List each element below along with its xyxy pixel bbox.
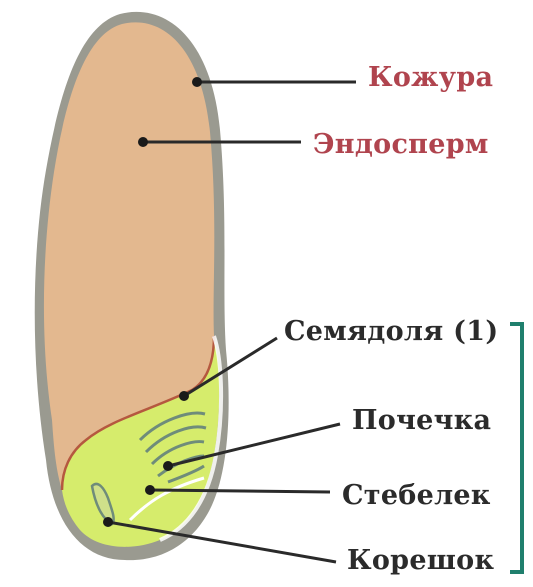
leader-endosperm-dot (138, 137, 148, 147)
leader-stem-dot (145, 485, 155, 495)
label-endosperm: Эндосперм (313, 131, 489, 158)
label-peel: Кожура (368, 64, 493, 91)
leader-cotyledon-dot (179, 391, 189, 401)
label-bud: Почечка (352, 407, 491, 434)
label-cotyledon: Семядоля (1) (284, 318, 498, 345)
leader-stem (150, 490, 330, 492)
label-root: Корешок (347, 547, 494, 574)
leader-root-dot (103, 517, 113, 527)
embryo-bracket (510, 324, 522, 572)
label-stem: Стебелек (342, 482, 491, 509)
leader-bud-dot (163, 461, 173, 471)
leader-peel-dot (192, 77, 202, 87)
